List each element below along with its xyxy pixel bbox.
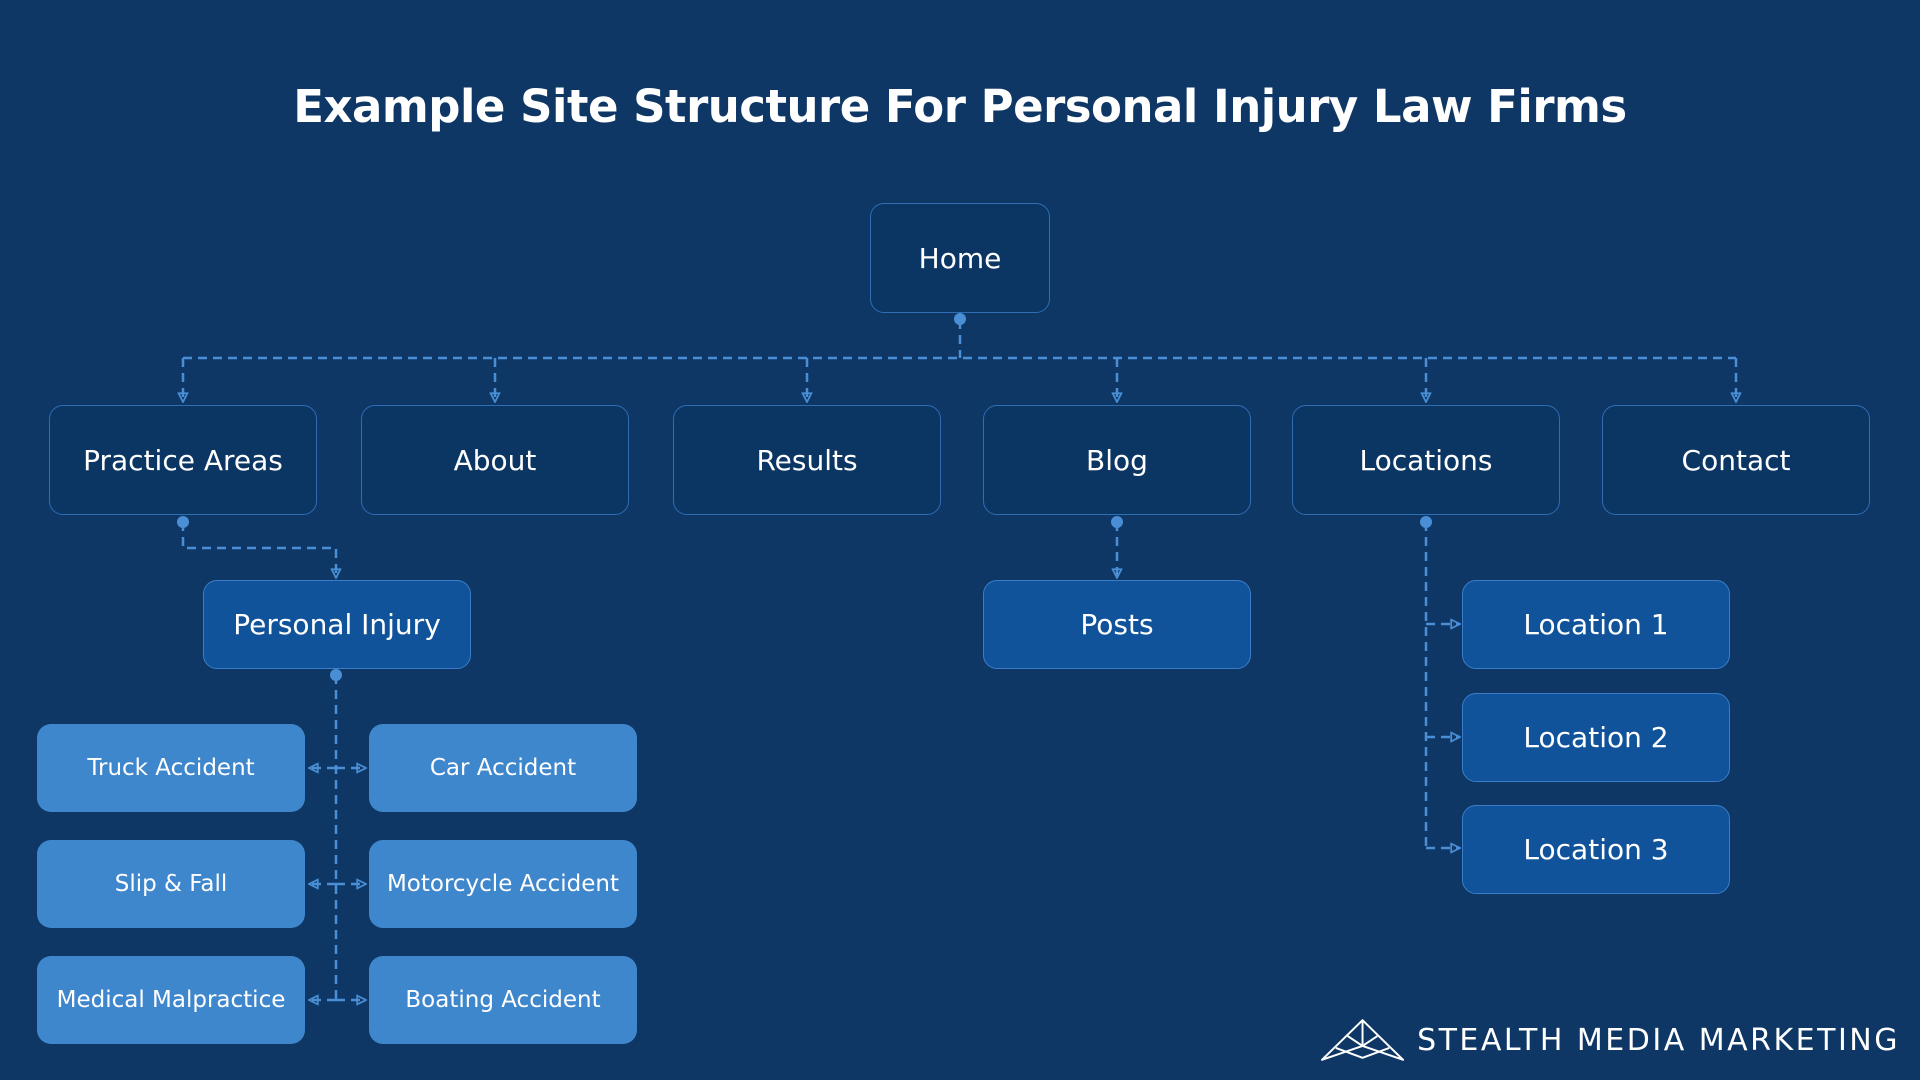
brand-name: STEALTH MEDIA MARKETING (1417, 1022, 1900, 1058)
node-label: Results (756, 443, 858, 477)
node-label: Personal Injury (233, 608, 441, 641)
node-location-3[interactable]: Location 3 (1462, 805, 1730, 894)
node-label: Blog (1086, 443, 1148, 477)
node-personal-injury[interactable]: Personal Injury (203, 580, 471, 669)
diagram-title: Example Site Structure For Personal Inju… (293, 80, 1627, 133)
node-contact[interactable]: Contact (1602, 405, 1870, 515)
node-label: Contact (1681, 443, 1791, 477)
node-locations[interactable]: Locations (1292, 405, 1560, 515)
node-about[interactable]: About (361, 405, 629, 515)
node-practice-areas[interactable]: Practice Areas (49, 405, 317, 515)
node-boating-accident[interactable]: Boating Accident (369, 956, 637, 1044)
node-label: Truck Accident (87, 755, 255, 781)
node-medical-malpractice[interactable]: Medical Malpractice (37, 956, 305, 1044)
node-label: Motorcycle Accident (386, 871, 620, 897)
node-slip-and-fall[interactable]: Slip & Fall (37, 840, 305, 928)
node-label: Posts (1080, 608, 1154, 641)
node-label: Location 2 (1523, 721, 1669, 754)
node-label: Location 1 (1523, 608, 1669, 641)
node-location-2[interactable]: Location 2 (1462, 693, 1730, 782)
node-truck-accident[interactable]: Truck Accident (37, 724, 305, 812)
node-label: Practice Areas (83, 443, 283, 477)
node-home[interactable]: Home (870, 203, 1050, 313)
node-label: Home (918, 241, 1002, 275)
node-label: Locations (1359, 443, 1493, 477)
node-label: Location 3 (1523, 833, 1669, 866)
stealth-jet-logo-icon (1320, 1019, 1405, 1061)
node-label: Boating Accident (405, 987, 601, 1013)
node-posts[interactable]: Posts (983, 580, 1251, 669)
node-motorcycle-accident[interactable]: Motorcycle Accident (369, 840, 637, 928)
node-results[interactable]: Results (673, 405, 941, 515)
brand-logo: STEALTH MEDIA MARKETING (1320, 1010, 1900, 1070)
node-label: Medical Malpractice (56, 987, 286, 1013)
node-location-1[interactable]: Location 1 (1462, 580, 1730, 669)
node-label: Slip & Fall (114, 871, 228, 897)
node-blog[interactable]: Blog (983, 405, 1251, 515)
node-car-accident[interactable]: Car Accident (369, 724, 637, 812)
node-label: Car Accident (429, 755, 577, 781)
node-label: About (453, 443, 537, 477)
